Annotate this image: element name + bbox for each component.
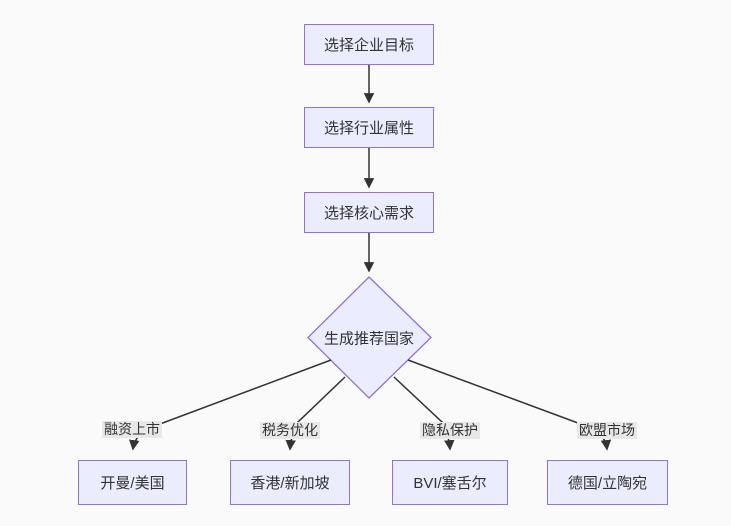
node-label: 选择行业属性 — [323, 120, 414, 137]
edge-label-privacy-protection: 隐私保护 — [420, 422, 480, 439]
node-select-industry-attribute: 选择行业属性 — [304, 107, 434, 148]
node-germany-lithuania: 德国/立陶宛 — [547, 460, 668, 505]
node-bvi-seychelles: BVI/塞舌尔 — [392, 460, 508, 505]
decision-diamond-shape — [307, 276, 432, 399]
node-select-core-need: 选择核心需求 — [304, 192, 434, 233]
edge-label-financing-listing: 融资上市 — [102, 421, 162, 438]
node-hongkong-singapore: 香港/新加坡 — [230, 460, 350, 505]
node-label: 德国/立陶宛 — [567, 475, 648, 492]
node-label: 开曼/美国 — [100, 475, 165, 492]
node-label: 选择企业目标 — [323, 37, 414, 54]
node-generate-recommended-country: 生成推荐国家 — [323, 330, 415, 348]
edge-label-eu-market: 欧盟市场 — [577, 422, 637, 439]
node-select-enterprise-goal: 选择企业目标 — [304, 24, 434, 65]
node-label: 香港/新加坡 — [250, 475, 330, 492]
node-label: BVI/塞舌尔 — [413, 475, 487, 492]
edge-label-tax-optimization: 税务优化 — [260, 422, 320, 439]
node-cayman-usa: 开曼/美国 — [78, 460, 187, 505]
node-label: 选择核心需求 — [323, 205, 414, 222]
